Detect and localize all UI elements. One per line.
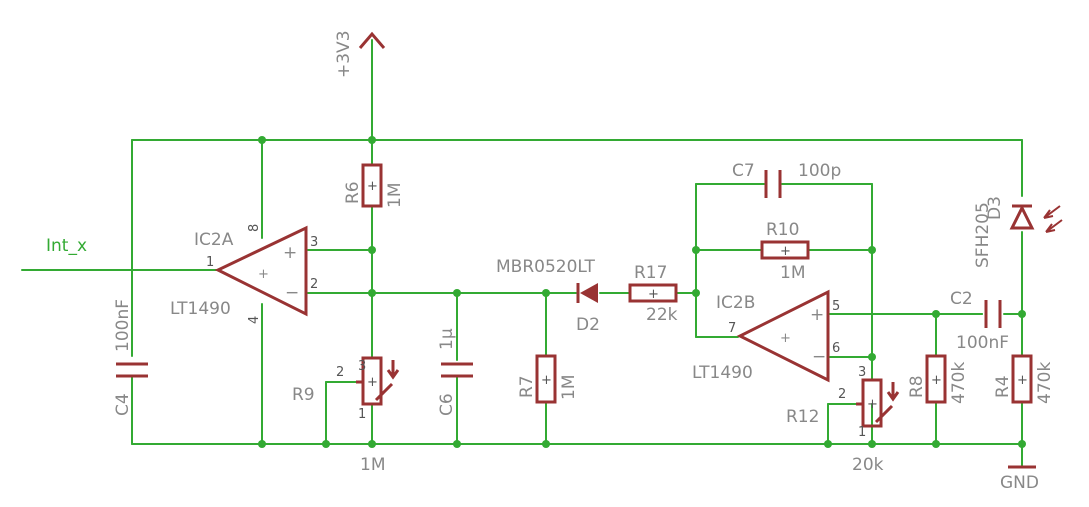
r7-name: R7 [517,375,537,398]
r12-pin3: 3 [858,365,866,380]
svg-text:−: − [285,283,299,303]
r6-name: R6 [343,181,363,204]
r10-value: 1M [780,263,805,283]
c7-name: C7 [732,161,755,181]
r17-name: R17 [634,263,667,283]
svg-text:+: + [258,267,269,282]
r12-pin2: 2 [838,387,846,402]
c6-name: C6 [437,393,457,416]
r12-name: R12 [786,407,819,427]
svg-text:+: + [780,244,791,259]
trimmer-r12: + 3 2 1 R12 20k [786,365,900,475]
svg-text:+: + [367,179,378,194]
svg-text:+: + [867,397,878,412]
svg-text:+: + [648,287,659,302]
ic2b-pin-in-neg: 6 [832,341,840,356]
ic2a-pin-in-pos: 3 [310,235,318,250]
opamp-ic2a: + − + 3 2 1 8 4 IC2A LT1490 [170,224,318,324]
d3-value: SFH205 [973,202,993,268]
trimmer-r9: + 3 2 1 R9 1M [292,356,400,475]
r6-value: 1M [385,183,405,208]
r10-name: R10 [766,220,799,240]
d2-value: MBR0520LT [496,257,596,277]
r9-value: 1M [360,455,385,475]
r9-name: R9 [292,385,315,405]
capacitor-c4: C4 100nF [113,299,148,416]
svg-text:+: + [283,243,297,263]
supply-symbol: +3V3 [334,30,386,78]
svg-text:+: + [810,305,824,325]
resistor-r6: + R6 1M [343,163,405,208]
resistor-r17: + R17 22k [628,263,678,325]
ic2a-pin-gnd: 4 [247,316,262,324]
ic2a-name: IC2A [194,230,234,250]
r17-value: 22k [646,305,678,325]
r9-pin1: 1 [358,407,366,422]
capacitor-c6: C6 1µ [437,328,473,416]
capacitor-c2: C2 100nF [950,289,1009,353]
c2-value: 100nF [956,333,1009,353]
r8-name: R8 [907,375,927,398]
r12-pin1: 1 [858,425,866,440]
svg-text:+: + [931,373,942,388]
diode-d2: MBR0520LT D2 [496,257,600,335]
r4-value: 470k [1035,362,1055,404]
r7-value: 1M [559,375,579,400]
c4-name: C4 [113,393,133,416]
r4-name: R4 [993,375,1013,398]
ic2a-pin-out: 1 [206,255,214,270]
ic2b-pin-in-pos: 5 [832,299,840,314]
resistor-r7: + R7 1M [517,354,579,404]
supply-label: +3V3 [334,30,354,78]
c7-value: 100p [798,161,841,181]
d3-name: D3 [985,196,1005,220]
svg-text:+: + [367,375,378,390]
svg-text:+: + [1017,373,1028,388]
r9-pin2: 2 [336,365,344,380]
ic2b-value: LT1490 [692,363,753,383]
ic2a-value: LT1490 [170,299,231,319]
r8-value: 470k [949,362,969,404]
c6-value: 1µ [437,328,457,350]
photodiode-d3: D3 SFH205 [973,196,1063,268]
net-label: Int_x [46,236,87,256]
r12-value: 20k [852,455,884,475]
d2-name: D2 [576,315,600,335]
opamp-ic2b: + − + 5 6 7 IC2B LT1490 [692,289,840,383]
capacitor-c7: C7 100p [732,161,841,198]
wires [21,39,1023,467]
r9-pin3: 3 [358,359,366,374]
ic2b-name: IC2B [716,293,755,313]
ground-symbol: GND [1000,465,1039,493]
svg-text:−: − [812,347,826,367]
ic2a-pin-in-neg: 2 [310,277,318,292]
ic2b-pin-out: 7 [728,321,736,336]
c4-value: 100nF [113,299,133,352]
svg-text:+: + [780,331,791,346]
junctions [258,136,1026,448]
svg-text:+: + [541,373,552,388]
resistor-r10: + R10 1M [760,220,810,283]
c2-name: C2 [950,289,973,309]
ground-label: GND [1000,473,1039,493]
resistor-r4: + R4 470k [993,354,1055,404]
ic2a-pin-vcc: 8 [247,224,262,232]
resistor-r8: + R8 470k [907,354,969,404]
